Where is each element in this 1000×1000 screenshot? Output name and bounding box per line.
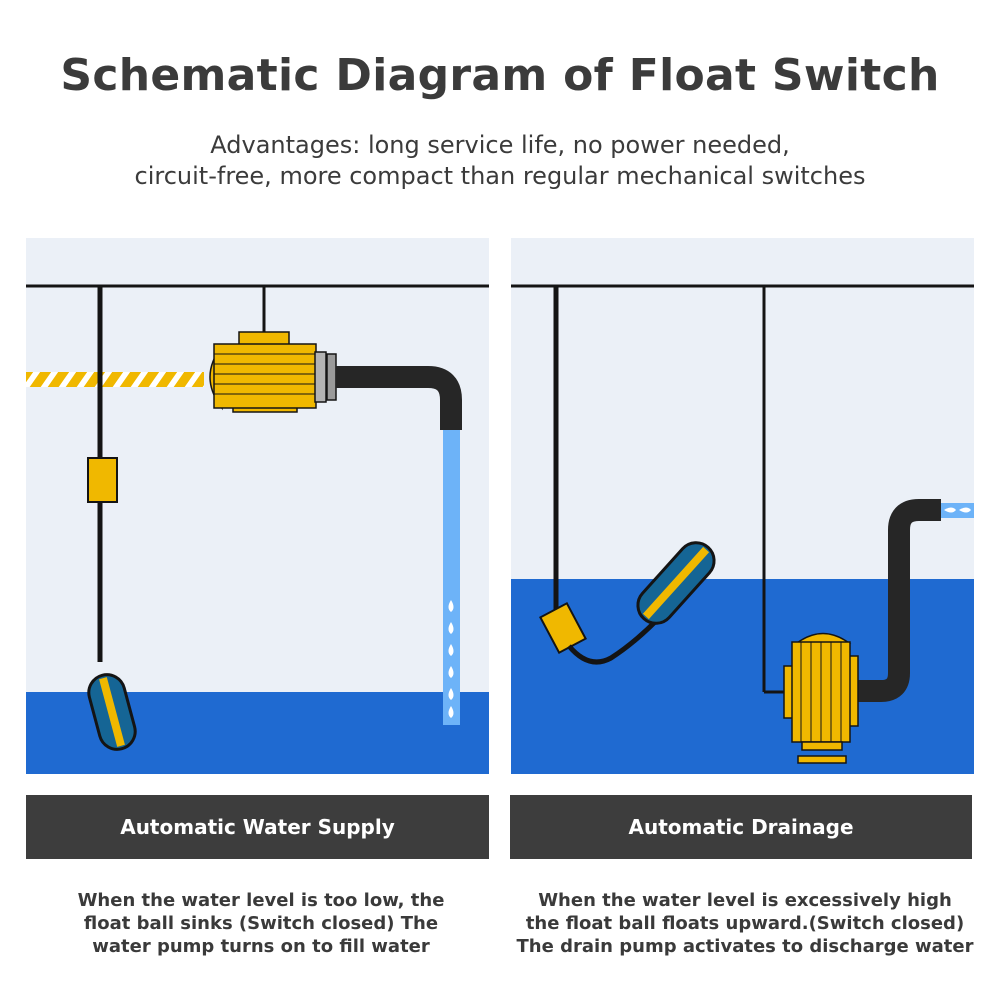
outlet-pipe: [846, 499, 941, 702]
drainage-description: When the water level is excessively high…: [500, 889, 990, 958]
power-cable-icon: [26, 372, 204, 387]
drainage-diagram: [511, 238, 974, 774]
description-line: the float ball floats upward.(Switch clo…: [525, 913, 965, 934]
water-supply-diagram: [26, 238, 489, 774]
water-pump-icon: [783, 632, 859, 764]
float-tether: [567, 618, 659, 665]
description-line: The drain pump activates to discharge wa…: [516, 936, 974, 957]
subtitle-line: Advantages: long service life, no power …: [210, 131, 790, 159]
page-subtitle: Advantages: long service life, no power …: [0, 130, 1000, 192]
cable-counterweight: [87, 457, 118, 503]
water-pump-icon: [209, 331, 337, 413]
description-line: water pump turns on to fill water: [92, 936, 430, 957]
water-drop-icon: [944, 507, 971, 513]
water-supply-illustration: [26, 238, 489, 774]
float-switch-icon: [636, 541, 716, 625]
drainage-label: Automatic Drainage: [510, 795, 972, 859]
description-line: When the water level is too low, the: [77, 890, 445, 911]
water-drop-icon: [448, 600, 454, 718]
water-supply-label: Automatic Water Supply: [26, 795, 489, 859]
water-supply-description: When the water level is too low, the flo…: [26, 889, 496, 958]
cable-counterweight: [539, 601, 587, 655]
subtitle-line: circuit-free, more compact than regular …: [134, 162, 866, 190]
drainage-illustration: [511, 238, 974, 774]
description-line: float ball sinks (Switch closed) The: [83, 913, 439, 934]
water-stream: [941, 503, 974, 518]
description-line: When the water level is excessively high: [538, 890, 952, 911]
outlet-pipe: [336, 366, 462, 430]
float-switch-icon: [87, 673, 137, 751]
page-title: Schematic Diagram of Float Switch: [60, 50, 940, 101]
water-stream: [443, 430, 460, 725]
